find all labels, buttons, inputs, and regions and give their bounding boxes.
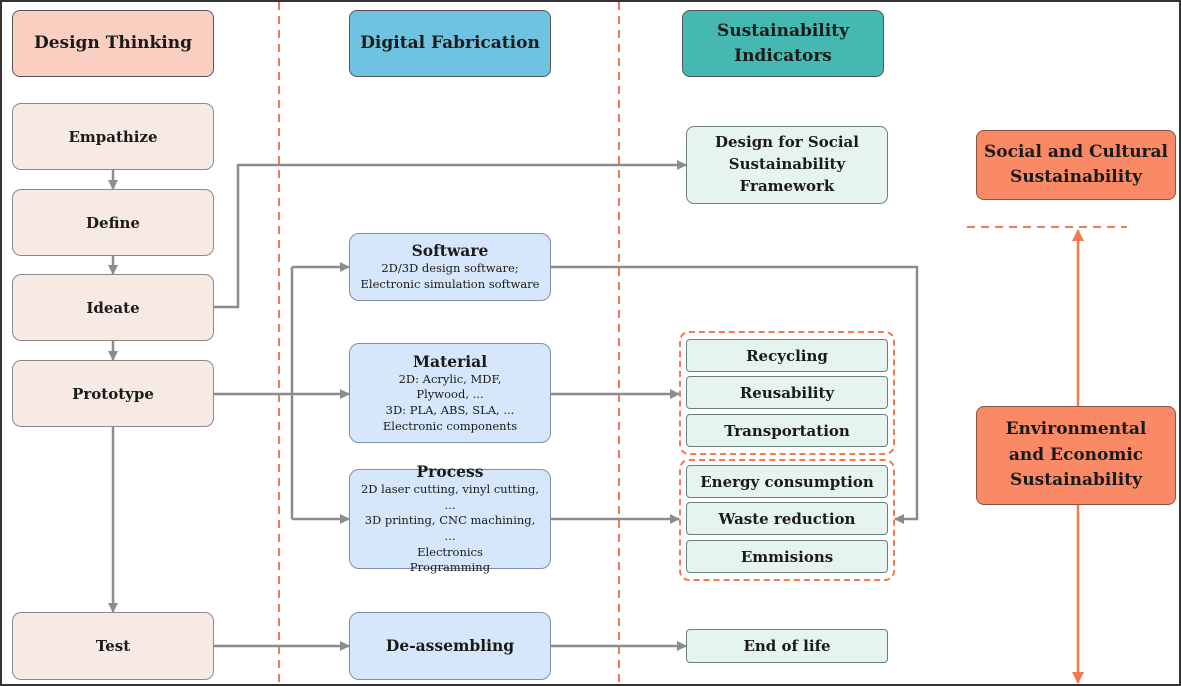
step-define: Define: [12, 189, 214, 256]
step-empathize: Empathize: [12, 103, 214, 170]
indicator-reusability: Reusability: [686, 376, 888, 409]
fabrication-deassembling: De-assembling: [349, 612, 551, 680]
step-ideate: Ideate: [12, 274, 214, 341]
software-line: 2D/3D design software;: [381, 261, 519, 276]
deassembling-title: De-assembling: [385, 636, 515, 655]
material-line: Plywood, ...: [416, 387, 484, 402]
step-prototype: Prototype: [12, 360, 214, 427]
process-line: 3D printing, CNC machining, ...: [364, 513, 536, 543]
header-design-thinking: Design Thinking: [12, 10, 214, 77]
arrow-ideate-social-framework: [214, 160, 687, 309]
category-social-cultural: Social and Cultural Sustainability: [976, 130, 1176, 200]
process-line: Electronics: [417, 544, 483, 559]
step-test: Test: [12, 612, 214, 680]
process-line: 2D laser cutting, vinyl cutting, ...: [360, 482, 540, 512]
software-title: Software: [411, 241, 489, 261]
software-line: Electronic simulation software: [360, 277, 540, 291]
material-line: 2D: Acrylic, MDF,: [398, 371, 502, 386]
material-title: Material: [412, 351, 488, 371]
indicator-group-process: [679, 459, 895, 581]
category-environmental-economic: Environmental and Economic Sustainabilit…: [976, 406, 1176, 505]
material-line: 3D: PLA, ABS, SLA, ...: [385, 403, 515, 417]
fabrication-process: Process 2D laser cutting, vinyl cutting,…: [349, 462, 551, 574]
fabrication-material: Material 2D: Acrylic, MDF, Plywood, ... …: [349, 343, 551, 443]
header-sustainability-indicators: Sustainability Indicators: [682, 10, 884, 77]
fabrication-software: Software 2D/3D design software; Electron…: [349, 233, 551, 301]
indicator-social-framework: Design for Social Sustainability Framewo…: [686, 126, 888, 204]
indicator-emmisions: Emmisions: [686, 540, 888, 573]
indicator-waste-reduction: Waste reduction: [686, 502, 888, 535]
process-title: Process: [416, 462, 484, 482]
material-line: Electronic components: [382, 418, 518, 433]
indicator-recycling: Recycling: [686, 339, 888, 372]
indicator-transportation: Transportation: [686, 414, 888, 447]
process-line: Programming: [409, 560, 491, 575]
indicator-end-of-life: End of life: [686, 629, 888, 663]
indicator-energy-consumption: Energy consumption: [686, 465, 888, 498]
header-digital-fabrication: Digital Fabrication: [349, 10, 551, 77]
indicator-group-material: [679, 331, 895, 455]
arrow-software-indicators: [551, 265, 919, 524]
